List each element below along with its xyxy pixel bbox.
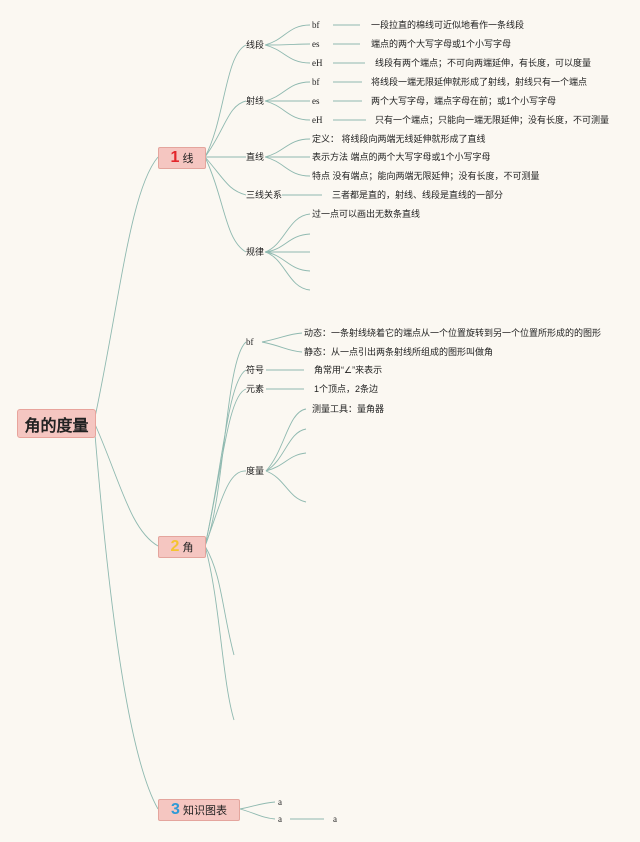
root-node[interactable]: 角的度量 [17,409,96,438]
chart-leaf-1: a [278,797,282,807]
branch-label: 线 [182,153,194,165]
symbol-text: 角常用“∠”来表示 [314,365,383,375]
node-segment[interactable]: 线段 [246,40,265,50]
segment-bf-text: 一段拉直的棉线可近似地看作一条线段 [371,20,525,30]
segment-bf-key: bf [312,20,320,30]
relation-text: 三者都是直的，射线、线段是直线的一部分 [332,190,504,200]
root-label: 角的度量 [24,417,89,435]
branch-number: 2 [170,538,180,555]
segment-eh-text: 线段有两个端点；不可向两端延伸，有长度，可以度量 [375,58,592,68]
node-symbol[interactable]: 符号 [246,365,265,375]
segment-es-key: es [312,39,320,49]
segment-eh-key: eH [312,58,323,68]
element-text: 1个顶点，2条边 [314,384,379,394]
ray-bf-text: 将线段一端无限延伸就形成了射线，射线只有一个端点 [371,77,588,87]
branch-line[interactable]: 1 线 [158,147,206,169]
angle-dynamic-def: 动态：一条射线绕着它的端点从一个位置旋转到另一个位置所形成的的图形 [304,328,602,338]
node-rule[interactable]: 规律 [246,247,265,257]
segment-es-text: 端点的两个大写字母或1个小写字母 [371,39,512,49]
ray-bf-key: bf [312,77,320,87]
branch-number: 3 [171,801,180,818]
node-ray[interactable]: 射线 [246,96,265,106]
chart-leaf-3: a [333,814,337,824]
ray-es-text: 两个大写字母，端点字母在前；或1个小写字母 [371,96,557,106]
branch-label: 知识图表 [182,805,227,817]
node-measure[interactable]: 度量 [246,466,265,476]
ray-es-key: es [312,96,320,106]
branch-angle[interactable]: 2 角 [158,536,206,558]
ray-eh-key: eH [312,115,323,125]
rule-text: 过一点可以画出无数条直线 [312,209,421,219]
branch-chart[interactable]: 3 知识图表 [158,799,240,821]
ray-eh-text: 只有一个端点；只能向一端无限延伸；没有长度，不可测量 [375,115,610,125]
node-straight-line[interactable]: 直线 [246,152,265,162]
branch-label: 角 [182,542,194,554]
straight-notation: 表示方法 端点的两个大写字母或1个小写字母 [312,152,491,162]
straight-definition: 定义： 将线段向两端无线延伸就形成了直线 [312,134,486,144]
angle-static-def: 静态：从一点引出两条射线所组成的图形叫做角 [304,347,494,357]
straight-feature: 特点 没有端点；能向两端无限延伸；没有长度，不可测量 [312,171,540,181]
chart-leaf-2: a [278,814,282,824]
measure-text: 测量工具：量角器 [312,404,385,414]
branch-number: 1 [170,149,180,166]
node-three-line-relation[interactable]: 三线关系 [246,190,283,200]
node-angle-bf[interactable]: bf [246,337,254,347]
node-element[interactable]: 元素 [246,384,265,394]
